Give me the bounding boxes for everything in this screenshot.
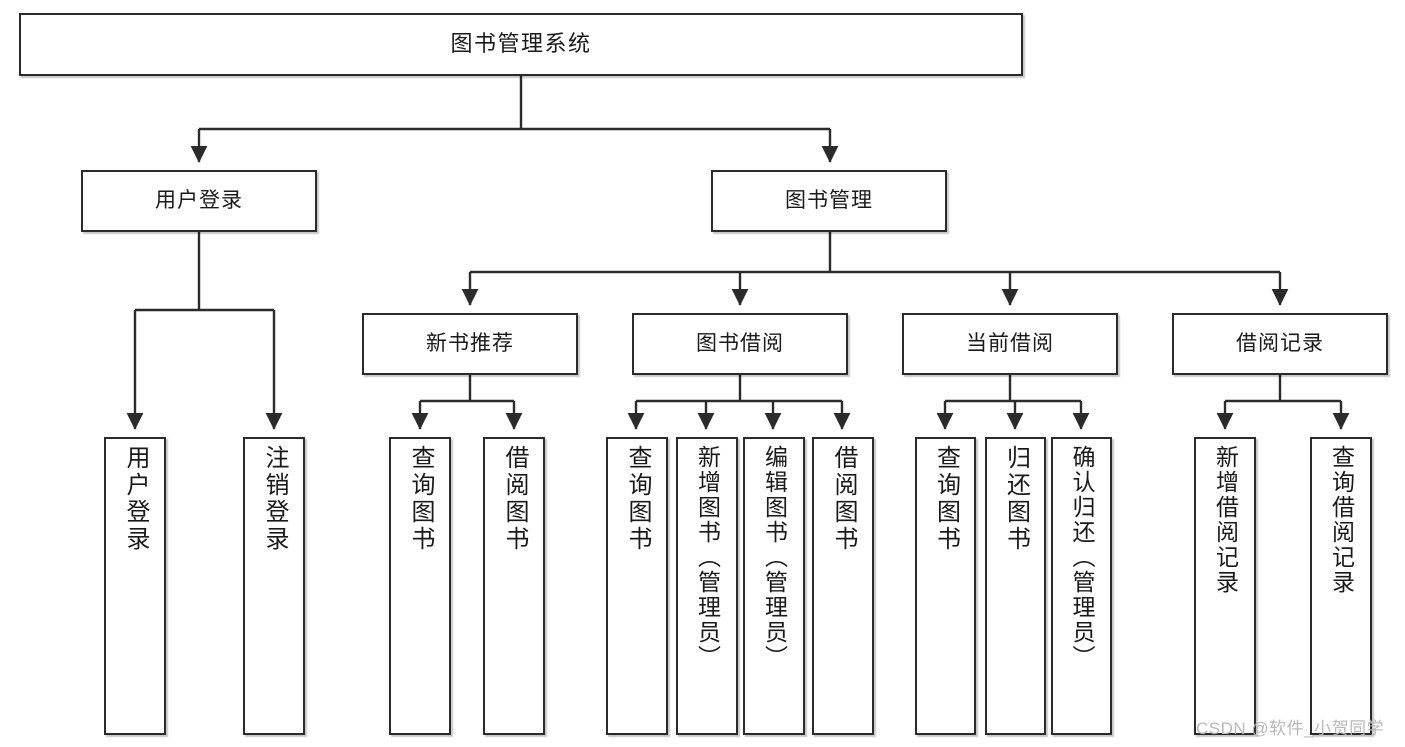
node-leaf-query-book-3[interactable]: 查询图书 — [915, 437, 976, 735]
node-leaf-query-book-2-label: 查询图书 — [624, 445, 651, 553]
node-book-borrow-label: 图书借阅 — [696, 332, 784, 356]
node-leaf-query-book-2[interactable]: 查询图书 — [606, 437, 668, 735]
node-root-label: 图书管理系统 — [450, 31, 592, 57]
node-leaf-borrow-book-1[interactable]: 借阅图书 — [483, 437, 545, 735]
node-leaf-query-record-label: 查询借阅记录 — [1328, 445, 1355, 595]
node-leaf-confirm-return-label: 确认归还（管理员） — [1069, 445, 1095, 670]
node-root[interactable]: 图书管理系统 — [19, 13, 1023, 76]
node-leaf-logout-label: 注销登录 — [261, 445, 288, 553]
node-book-manage-label: 图书管理 — [785, 189, 873, 213]
node-leaf-edit-book-label: 编辑图书（管理员） — [761, 445, 788, 670]
node-leaf-return-book-label: 归还图书 — [1002, 445, 1030, 553]
node-leaf-query-record[interactable]: 查询借阅记录 — [1310, 437, 1372, 735]
node-borrow-record-label: 借阅记录 — [1236, 332, 1324, 356]
node-leaf-query-book-1[interactable]: 查询图书 — [389, 437, 451, 735]
node-borrow-record[interactable]: 借阅记录 — [1172, 313, 1388, 375]
node-leaf-confirm-return[interactable]: 确认归还（管理员） — [1051, 437, 1112, 735]
node-leaf-user-login-label: 用户登录 — [122, 445, 149, 553]
node-leaf-add-book[interactable]: 新增图书（管理员） — [676, 437, 738, 735]
node-leaf-add-record-label: 新增借阅记录 — [1212, 445, 1239, 595]
node-leaf-add-record[interactable]: 新增借阅记录 — [1194, 437, 1256, 735]
node-user-login-label: 用户登录 — [155, 189, 243, 213]
node-leaf-borrow-book-2-label: 借阅图书 — [830, 445, 857, 553]
node-leaf-logout[interactable]: 注销登录 — [243, 437, 305, 735]
node-user-login[interactable]: 用户登录 — [81, 170, 317, 232]
node-leaf-edit-book[interactable]: 编辑图书（管理员） — [743, 437, 805, 735]
node-leaf-query-book-3-label: 查询图书 — [932, 445, 960, 553]
node-new-book-recommend-label: 新书推荐 — [426, 332, 514, 356]
node-leaf-query-book-1-label: 查询图书 — [407, 445, 434, 553]
node-current-borrow[interactable]: 当前借阅 — [902, 313, 1118, 375]
node-current-borrow-label: 当前借阅 — [966, 332, 1054, 356]
node-leaf-add-book-label: 新增图书（管理员） — [694, 445, 721, 670]
node-leaf-borrow-book-2[interactable]: 借阅图书 — [812, 437, 874, 735]
node-leaf-return-book[interactable]: 归还图书 — [985, 437, 1046, 735]
node-leaf-borrow-book-1-label: 借阅图书 — [501, 445, 528, 553]
node-new-book-recommend[interactable]: 新书推荐 — [362, 313, 578, 375]
node-book-manage[interactable]: 图书管理 — [711, 170, 947, 232]
node-book-borrow[interactable]: 图书借阅 — [632, 313, 848, 375]
node-leaf-user-login[interactable]: 用户登录 — [104, 437, 166, 735]
csdn-watermark: CSDN @软件_小贺同学 — [1196, 719, 1385, 738]
